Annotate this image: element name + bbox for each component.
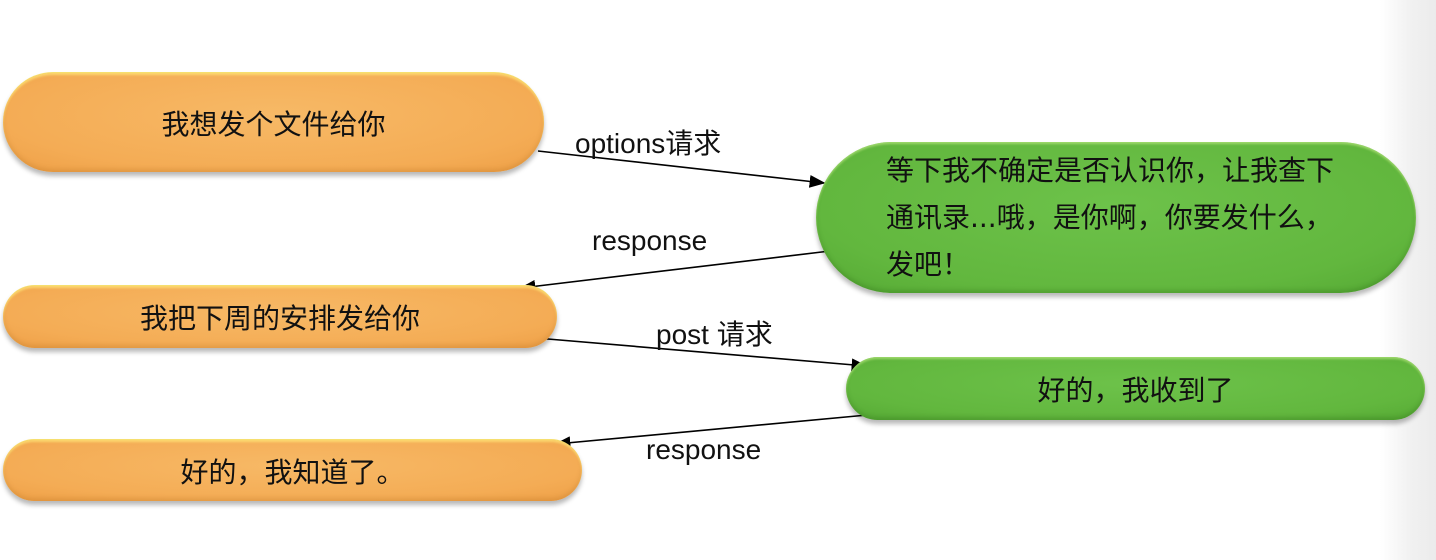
client-node-acknowledged-text: 好的，我知道了。 [180, 455, 405, 489]
edge-label-response-1: response [592, 225, 708, 256]
client-node-send-file-text: 我想发个文件给你 [161, 107, 386, 141]
edge-label-response-2: response [646, 434, 762, 465]
edge-label-post-request: post 请求 [656, 319, 773, 350]
arrow-post-request [535, 337, 868, 372]
arrow-response-1 [519, 250, 831, 293]
arrow-options-request [537, 150, 826, 188]
client-node-acknowledged: 好的，我知道了。 [3, 439, 582, 501]
server-node-received-text: 好的，我收到了 [1037, 373, 1234, 407]
server-node-received: 好的，我收到了 [846, 357, 1425, 420]
page-edge-shadow [1380, 0, 1436, 560]
client-node-send-file: 我想发个文件给你 [3, 72, 544, 172]
client-node-send-schedule-text: 我把下周的安排发给你 [139, 302, 420, 335]
server-node-verify-contact: 等下我不确定是否认识你，让我查下通讯录...哦，是你啊，你要发什么，发吧！ [816, 142, 1416, 293]
server-node-verify-contact-text: 等下我不确定是否认识你，让我查下通讯录...哦，是你啊，你要发什么，发吧！ [886, 154, 1335, 281]
edge-label-options-request: options请求 [575, 128, 722, 159]
arrow-response-2 [554, 413, 879, 450]
client-node-send-schedule: 我把下周的安排发给你 [3, 285, 557, 348]
